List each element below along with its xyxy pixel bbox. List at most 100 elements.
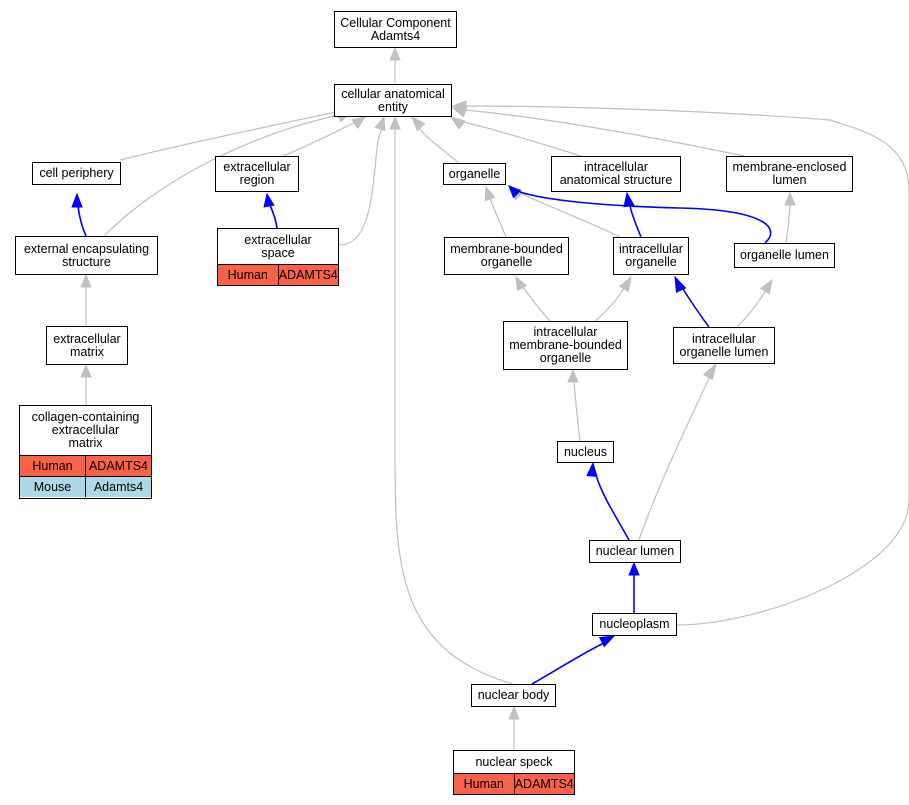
edge-nucleoplasm-to-cae (465, 105, 909, 626)
edge-nuclear-lumen-to-iol (638, 375, 711, 541)
node-label: organelle lumen (740, 248, 829, 262)
gene-cell: ADAMTS4 (513, 774, 574, 794)
node-label: nucleoplasm (599, 617, 670, 631)
node-nuclear-speck[interactable]: nuclear speck Human ADAMTS4 (453, 750, 575, 795)
arrowhead-icon (598, 635, 616, 648)
node-label: nuclear body (477, 688, 550, 702)
species-cell: Human (20, 456, 85, 476)
node-label: cell periphery (39, 166, 114, 180)
arrowhead-icon (449, 116, 466, 130)
edge-ees-to-cell-periphery (77, 205, 87, 237)
node-label: nucleus (563, 444, 608, 459)
node-organelle-lumen[interactable]: organelle lumen (734, 243, 835, 268)
edge-io-to-organelle (519, 192, 621, 238)
node-nucleus[interactable]: nucleus (557, 441, 614, 463)
edge-mbo-to-organelle (489, 197, 507, 238)
edge-iol-to-ol (736, 289, 767, 328)
edge-es-to-cae (338, 127, 383, 246)
arrowhead-icon (759, 278, 773, 295)
node-label: organelle (448, 166, 501, 181)
edge-imbo-to-mbo (522, 286, 551, 322)
edge-ol-to-organelle (519, 191, 772, 244)
edge-cell-periphery-to-cae (119, 111, 337, 161)
arrowhead-icon (263, 192, 275, 208)
species-cell: Mouse (20, 477, 85, 497)
node-nuclear-body[interactable]: nuclear body (471, 684, 556, 707)
edge-nucleus-to-imbo (573, 381, 581, 442)
gene-cell: ADAMTS4 (85, 456, 151, 476)
annotation-row: Human ADAMTS4 (454, 773, 574, 794)
arrowhead-icon (411, 115, 426, 132)
edge-mel-to-cae (464, 109, 745, 157)
arrowhead-icon (515, 275, 528, 292)
arrowhead-icon (623, 191, 635, 208)
node-cell-periphery[interactable]: cell periphery (32, 162, 121, 185)
edge-extracellular-region-to-cae (282, 121, 357, 157)
edge-nuclear-body-to-cae (394, 129, 514, 685)
arrowhead-icon (618, 275, 632, 293)
arrowhead-icon (451, 100, 467, 112)
arrowhead-icon (389, 46, 401, 61)
edge-es-to-extracellular-region (269, 204, 278, 229)
arrowhead-icon (484, 185, 496, 202)
node-label: nuclear lumen (595, 544, 675, 558)
arrowhead-icon (71, 192, 83, 208)
arrowhead-icon (702, 362, 717, 381)
edge-iol-to-io (682, 288, 710, 328)
arrowhead-icon (567, 368, 579, 383)
arrowhead-icon (80, 363, 92, 378)
edge-nuclear-lumen-to-nucleus (595, 474, 630, 541)
node-label: nuclear speck (475, 754, 553, 769)
arrowhead-icon (80, 273, 92, 288)
node-nucleoplasm[interactable]: nucleoplasm (592, 613, 677, 636)
edge-ias-to-cae (462, 121, 582, 157)
gene-cell: ADAMTS4 (277, 265, 338, 285)
annotation-row: Human ADAMTS4 (20, 455, 151, 476)
node-organelle[interactable]: organelle (443, 163, 506, 185)
edge-nuclear-body-to-nucleoplasm (531, 642, 605, 685)
edge-organelle-to-cae (418, 127, 460, 164)
species-cell: Human (454, 774, 514, 794)
edge-io-to-ias (629, 205, 642, 238)
gene-cell: Adamts4 (85, 477, 151, 497)
node-nuclear-lumen[interactable]: nuclear lumen (589, 540, 681, 563)
edge-ees-to-cae (103, 114, 339, 237)
edge-ol-to-mel (785, 204, 791, 244)
arrowhead-icon (351, 116, 367, 129)
annotation-row: Human ADAMTS4 (218, 264, 338, 285)
arrowhead-icon (508, 185, 522, 199)
species-cell: Human (218, 265, 278, 285)
arrowhead-icon (784, 191, 796, 206)
arrowhead-icon (674, 275, 687, 293)
annotation-row: Mouse Adamts4 (20, 476, 151, 497)
arrowhead-icon (628, 561, 640, 576)
edge-imbo-to-io (594, 287, 625, 322)
